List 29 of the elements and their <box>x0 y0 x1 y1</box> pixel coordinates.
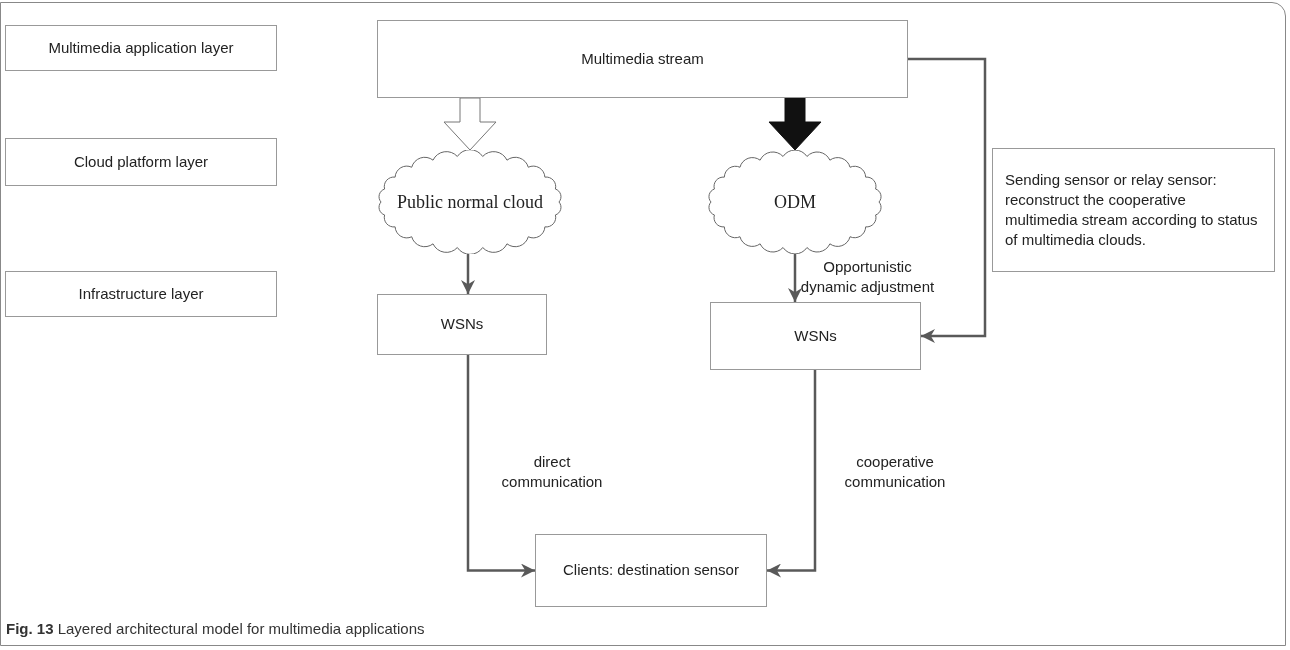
layer-box <box>377 20 908 98</box>
cloud-label: ODM <box>774 190 816 214</box>
box-label: Multimedia stream <box>581 48 704 69</box>
arrow <box>767 370 817 578</box>
edge-label: Opportunistic dynamic adjustment <box>800 257 935 297</box>
edge-label: direct communication <box>500 452 604 492</box>
box-label: Clients: destination sensor <box>563 560 739 581</box>
layer-box <box>5 25 277 71</box>
block-arrow <box>768 97 822 151</box>
box-label: WSNs <box>794 325 837 346</box>
layer-box <box>535 534 767 607</box>
block-arrow <box>443 97 497 151</box>
box-label: WSNs <box>440 314 484 335</box>
arrow <box>908 57 987 343</box>
arrow <box>788 254 802 302</box>
layer-box <box>710 302 921 370</box>
box-label: Infrastructure layer <box>78 283 204 304</box>
edge-label: cooperative communication <box>843 452 947 492</box>
figure-caption: Fig. 13 Layered architectural model for multimedia applications <box>6 619 425 639</box>
layer-box <box>5 138 277 186</box>
arrow <box>461 254 475 294</box>
box-label: Multimedia application layer <box>48 37 234 58</box>
box-label: Cloud platform layer <box>73 151 209 172</box>
arrow <box>466 355 535 578</box>
box-label: Sending sensor or relay sensor: reconstruct the cooperative multimedia stream according to status of multimedia clouds. <box>1004 170 1259 250</box>
layer-box <box>5 271 277 317</box>
layer-box <box>377 294 547 355</box>
note-box <box>992 148 1275 272</box>
cloud-label: Public normal cloud <box>397 190 543 214</box>
